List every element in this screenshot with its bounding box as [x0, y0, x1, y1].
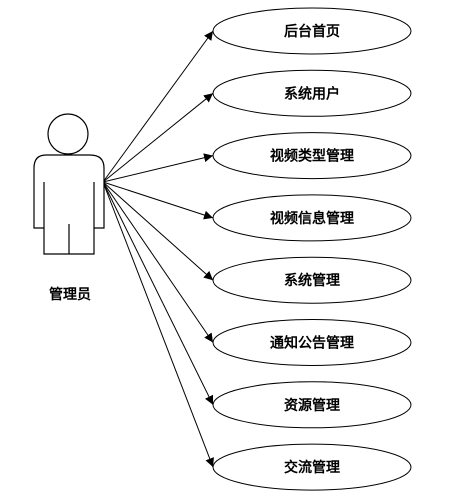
association-arrow-1	[102, 30, 214, 183]
use-case-ellipse	[212, 194, 412, 242]
use-case-label: 后台首页	[284, 23, 340, 40]
association-arrow-5	[102, 181, 214, 281]
use-case-label: 系统管理	[284, 272, 340, 289]
use-case-ellipse	[212, 443, 412, 491]
association-arrow-7	[102, 181, 214, 406]
use-case-6: 通知公告管理	[212, 319, 412, 366]
use-case-3: 视频类型管理	[212, 132, 412, 180]
use-case-label: 交流管理	[284, 459, 340, 476]
use-case-ellipse	[212, 256, 412, 304]
association-arrow-4	[102, 181, 214, 220]
use-case-1: 后台首页	[212, 7, 412, 55]
association-arrow-8	[102, 181, 214, 468]
use-case-label: 系统用户	[284, 85, 340, 102]
association-arrow-6	[102, 181, 214, 343]
use-case-ellipse	[212, 132, 412, 180]
association-arrow-2	[102, 92, 214, 183]
use-case-ellipse	[212, 69, 412, 117]
use-case-ellipse	[212, 319, 412, 366]
association-lines	[102, 30, 214, 468]
use-case-label: 视频类型管理	[270, 148, 354, 165]
use-case-ellipse	[212, 7, 412, 55]
use-case-2: 系统用户	[212, 69, 412, 117]
association-arrow-3	[102, 153, 214, 183]
actor-head	[47, 113, 89, 155]
use-case-label: 视频信息管理	[270, 210, 354, 227]
use-case-7: 资源管理	[212, 381, 412, 429]
use-case-label: 资源管理	[284, 397, 340, 414]
use-case-5: 系统管理	[212, 256, 412, 304]
use-case-ellipse	[212, 381, 412, 429]
use-case-8: 交流管理	[212, 443, 412, 491]
use-case-4: 视频信息管理	[212, 194, 412, 242]
actor-label: 管理员	[49, 286, 91, 303]
actor-figure	[33, 113, 105, 255]
actor-body	[33, 154, 105, 255]
use-case-label: 通知公告管理	[270, 335, 354, 352]
